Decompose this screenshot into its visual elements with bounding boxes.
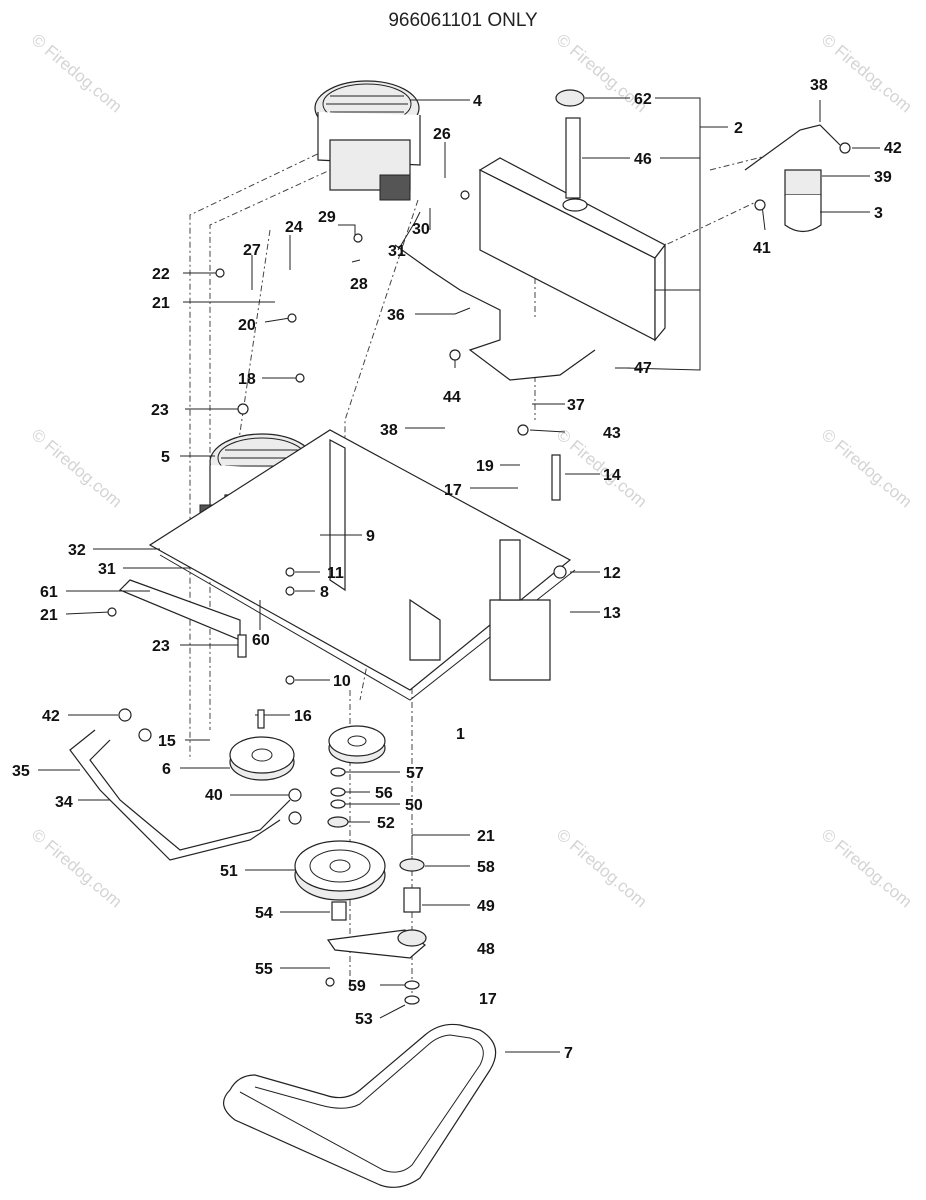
callout-57: 57 [406,765,424,782]
callout-35: 34 [55,794,73,811]
callout-60: 60 [252,632,270,649]
callout-21b: 21 [40,607,58,624]
callout-52: 52 [377,815,395,832]
callout-38b: 38 [380,422,398,439]
callout-16: 16 [294,708,312,725]
callout-42: 41 [753,240,771,257]
callout-1: 1 [456,726,465,743]
callout-59: 59 [348,978,366,995]
callout-5: 5 [161,449,170,466]
callout-39: 38 [810,77,828,94]
callout-46: 46 [634,151,652,168]
callout-17: 17 [479,991,497,1008]
washer-59 [404,980,420,990]
callout-48: 48 [477,941,495,958]
callout-24: 22 [152,266,170,283]
callout-28b: 27 [243,242,261,259]
hardware [107,142,851,987]
idler-arm [326,929,427,959]
callout-6: 6 [162,761,171,778]
callout-47: 47 [634,360,652,377]
callout-33: 31 [98,561,116,578]
callout-labels: 4 62 2 46 38 42 39 3 41 26 29 24 30 31 2… [12,77,902,1062]
callout-12: 12 [603,565,621,582]
callout-29: 28 [350,276,368,293]
drive-belt [223,1023,497,1188]
nut-53 [404,995,420,1005]
callout-54: 54 [255,905,273,922]
bushing-49 [403,887,421,913]
callout-8: 8 [320,584,329,601]
hose-35 [89,739,291,851]
callout-32: 31 [388,243,406,260]
callout-51: 51 [220,863,238,880]
callout-42b: 42 [42,708,60,725]
callout-45: 44 [443,389,461,406]
callout-36: 35 [12,763,30,780]
diagram-title: 966061101 ONLY [388,10,538,31]
callout-37: 36 [387,307,405,324]
callout-4: 4 [473,93,482,110]
spacer-58 [399,858,425,872]
callout-43: 42 [884,140,902,157]
callout-21: 20 [238,317,256,334]
callout-53: 53 [355,1011,373,1028]
callout-7: 7 [564,1045,573,1062]
callout-10: 10 [333,673,351,690]
nut-57 [330,767,346,777]
callout-20: 19 [476,458,494,475]
callout-23: 21 [152,295,170,312]
oil-filter [784,169,822,233]
callout-31: 30 [412,221,430,238]
pulley-51 [294,840,386,901]
callout-56: 56 [375,785,393,802]
washer-50 [330,799,346,809]
frame [118,429,576,701]
callout-3: 3 [874,205,883,222]
callout-19: 17 [444,482,462,499]
callout-62: 62 [634,91,652,108]
callout-13: 13 [603,605,621,622]
filler-neck [555,89,588,212]
pulley-1 [328,725,386,764]
callout-9: 9 [366,528,375,545]
callout-15: 15 [158,733,176,750]
callout-38: 37 [567,397,585,414]
callout-30: 29 [318,209,336,226]
callout-55: 55 [255,961,273,978]
callout-28: 26 [433,126,451,143]
callout-58: 58 [477,859,495,876]
callout-50: 50 [405,797,423,814]
callout-49: 49 [477,898,495,915]
callout-61: 61 [40,584,58,601]
callout-41: 40 [205,787,223,804]
washer-52 [327,816,349,828]
hose-39 [744,124,841,171]
engine-upper [314,80,421,201]
washer-56 [330,787,346,797]
callout-44: 43 [603,425,621,442]
callout-25: 23 [152,638,170,655]
hose-37 [394,244,596,381]
callout-40: 39 [874,169,892,186]
callout-18: 18 [238,371,256,388]
callout-11: 11 [327,565,344,582]
pulley-6 [229,736,295,781]
callout-2: 2 [734,120,743,137]
callout-26: 23 [151,402,169,419]
spacer-54 [331,901,347,921]
callout-34: 32 [68,542,86,559]
callout-27: 24 [285,219,303,236]
callout-22: 21 [477,828,495,845]
callout-14: 14 [603,467,621,484]
leader-lines [38,97,880,1053]
